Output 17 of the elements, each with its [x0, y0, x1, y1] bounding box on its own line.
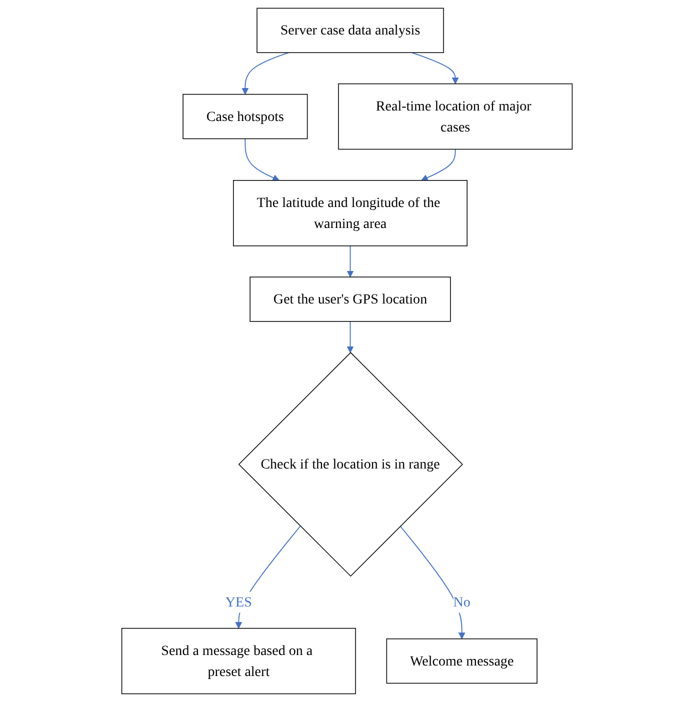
arrow [242, 52, 289, 95]
arrow [412, 52, 459, 84]
arrow [400, 526, 466, 640]
node-box: Case hotspots [182, 94, 308, 140]
edge-label: No [453, 594, 470, 610]
node-box: Server case data analysis [256, 8, 444, 54]
arrow [244, 138, 280, 181]
node-box: Welcome message [386, 638, 538, 684]
arrow [421, 148, 456, 181]
node-diamond: Check if the location is in range [238, 352, 463, 577]
node-box: Real-time location of major cases [338, 83, 573, 150]
node-box: Get the user's GPS location [250, 276, 451, 322]
node-box: The latitude and longitude of the warning area [233, 180, 468, 246]
node-box: Send a message based on a preset alert [121, 628, 356, 694]
edge-label: YES [225, 594, 252, 610]
arrow [346, 320, 354, 353]
arrow [346, 245, 354, 278]
